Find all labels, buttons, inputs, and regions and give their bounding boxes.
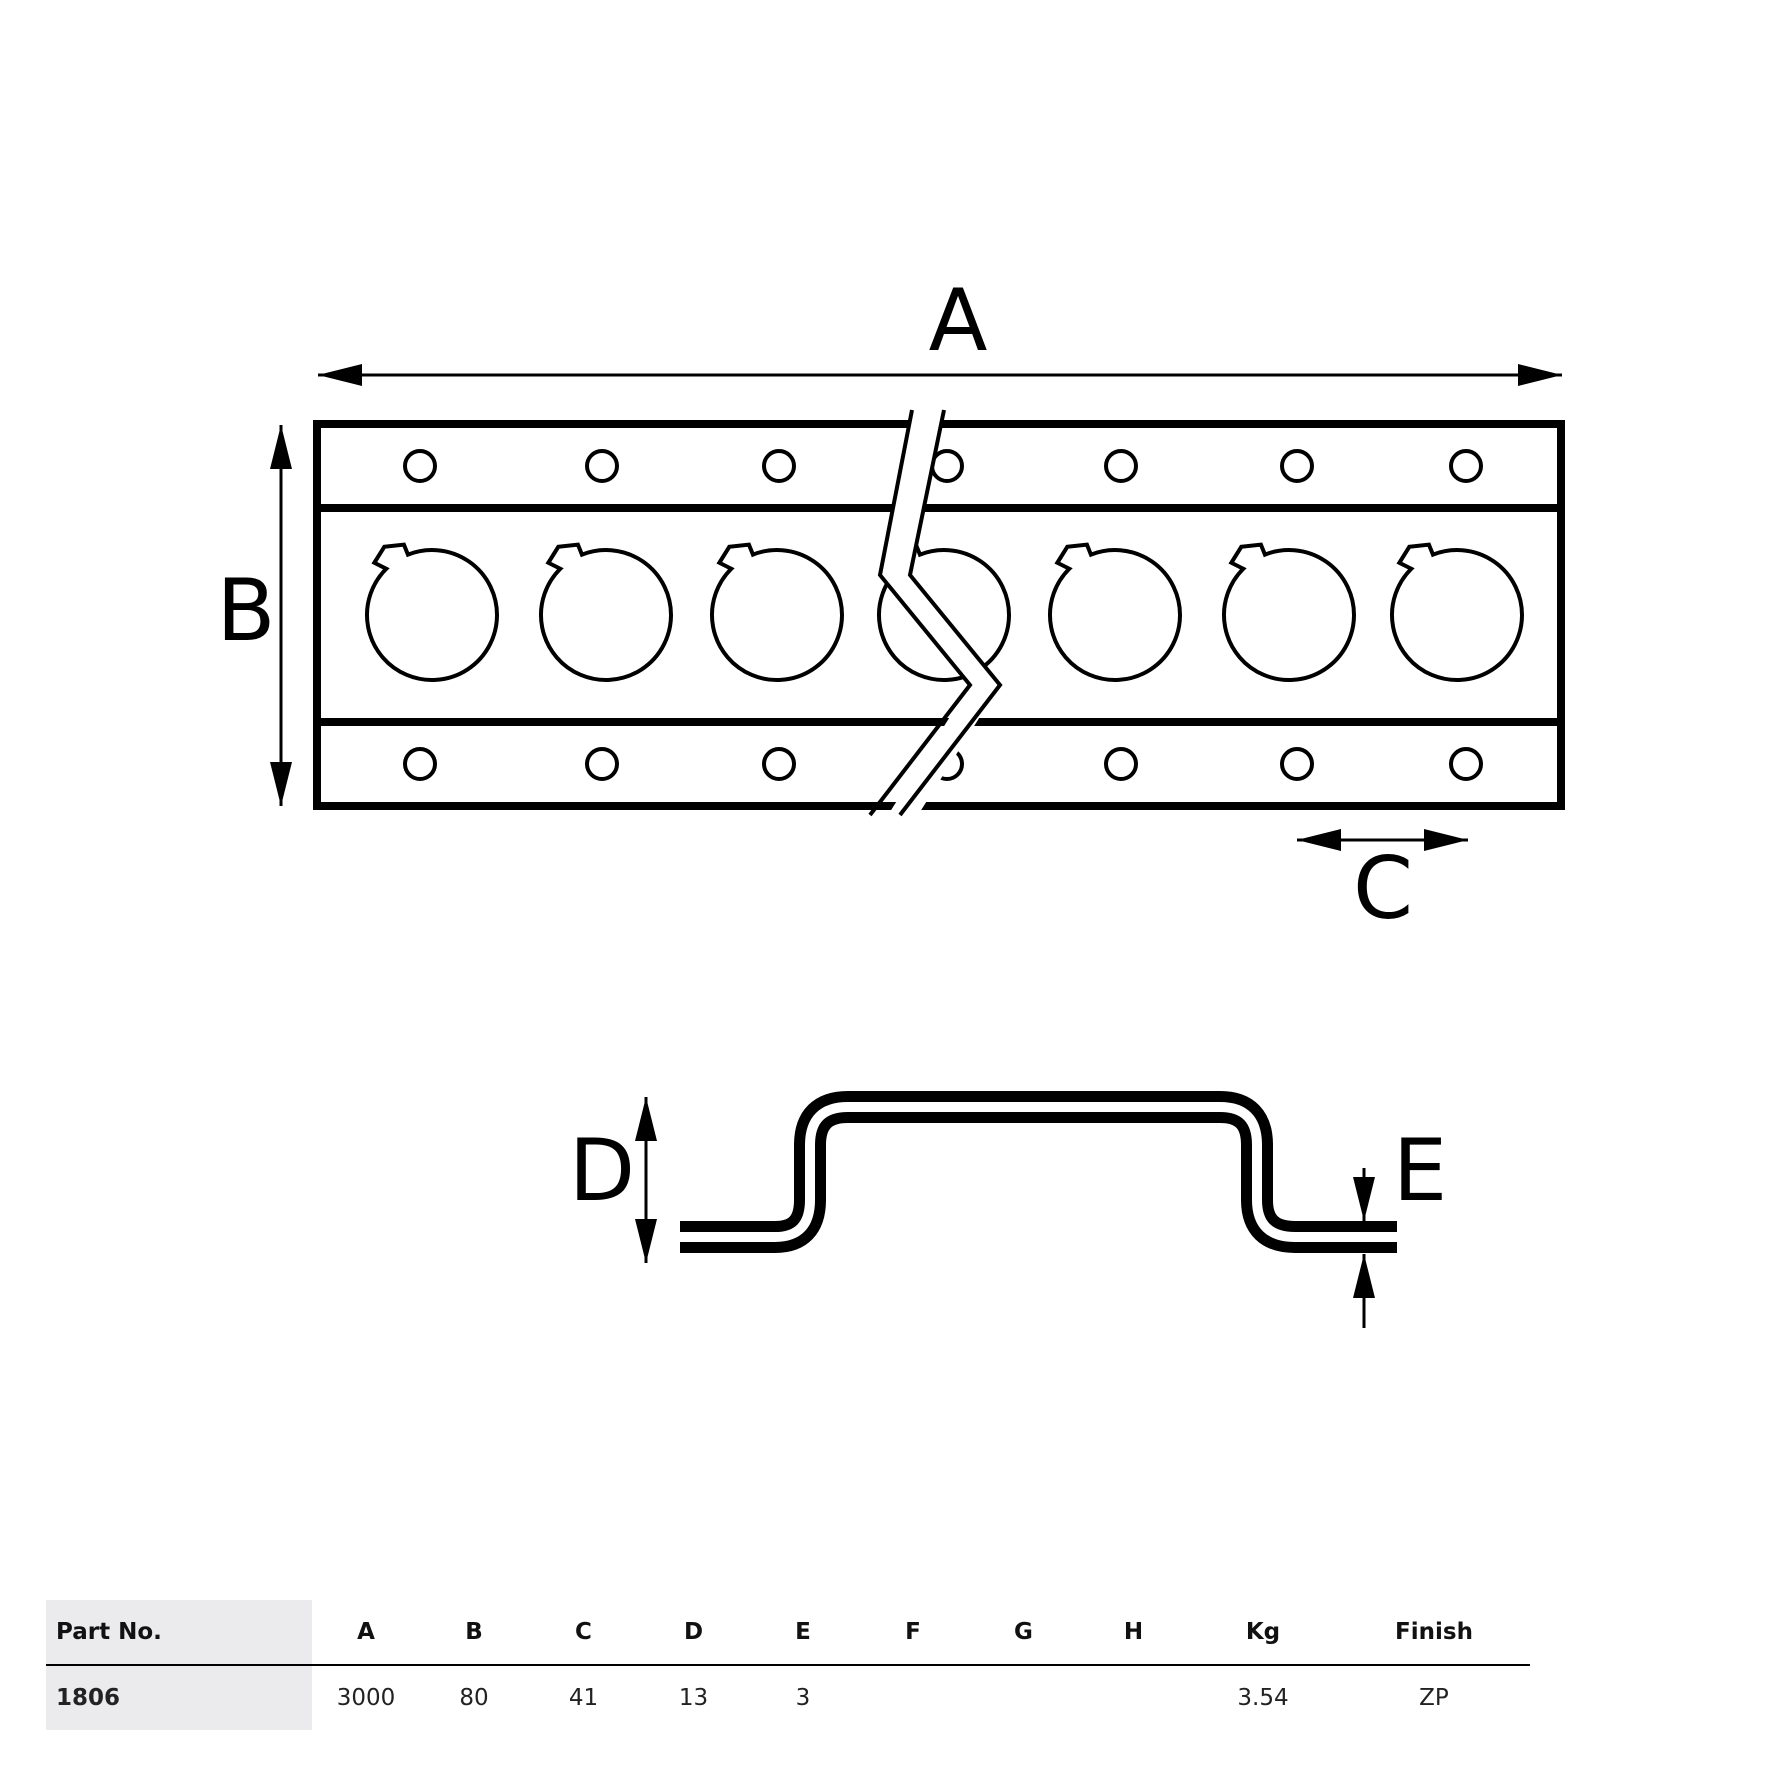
- cell-g: [968, 1665, 1079, 1730]
- header-f: F: [858, 1600, 968, 1666]
- header-part-no: Part No.: [46, 1600, 312, 1666]
- cell-part-no: 1806: [46, 1665, 312, 1730]
- cell-h: [1079, 1665, 1188, 1730]
- keyhole-slot: [1222, 542, 1356, 682]
- rail-top-view: [313, 409, 1565, 817]
- table-header-row: Part No. A B C D E F G H Kg Finish: [46, 1600, 1530, 1666]
- header-c: C: [528, 1600, 639, 1666]
- keyhole-slot: [710, 542, 844, 682]
- small-hole: [403, 449, 437, 483]
- label-e: E: [1393, 1121, 1447, 1221]
- header-h: H: [1079, 1600, 1188, 1666]
- header-e: E: [748, 1600, 858, 1666]
- keyhole-slot: [1390, 542, 1524, 682]
- cell-f: [858, 1665, 968, 1730]
- keyhole-slot: [539, 542, 673, 682]
- cell-b: 80: [459, 1685, 489, 1711]
- dimension-b: B: [217, 425, 292, 806]
- small-hole: [1449, 449, 1483, 483]
- keyhole-slot: [1048, 542, 1182, 682]
- header-b: B: [420, 1600, 528, 1666]
- header-finish: Finish: [1338, 1600, 1530, 1666]
- small-hole: [585, 449, 619, 483]
- dimension-c: C: [1297, 829, 1468, 939]
- cell-a: 3000: [336, 1685, 396, 1711]
- label-d: D: [569, 1121, 635, 1221]
- dimension-a: A: [318, 271, 1562, 386]
- header-d: D: [639, 1600, 748, 1666]
- cell-c: 41: [568, 1685, 599, 1711]
- small-hole: [1280, 747, 1314, 781]
- rail-profile: [680, 1091, 1397, 1253]
- small-hole: [1449, 747, 1483, 781]
- small-hole: [403, 747, 437, 781]
- cell-d: 13: [678, 1685, 709, 1711]
- cell-finish: ZP: [1419, 1685, 1449, 1711]
- label-c: C: [1353, 839, 1413, 939]
- label-b: B: [217, 561, 276, 661]
- cell-kg: 3.54: [1237, 1685, 1289, 1711]
- small-hole: [762, 747, 796, 781]
- label-a: A: [929, 271, 988, 371]
- header-a: A: [312, 1600, 420, 1666]
- small-hole: [762, 449, 796, 483]
- dimension-e: E: [1353, 1121, 1447, 1328]
- spec-table: Part No. A B C D E F G H Kg Finish 1806 …: [46, 1600, 1530, 1730]
- small-hole: [1104, 747, 1138, 781]
- keyhole-slot: [365, 542, 499, 682]
- dimension-d: D: [569, 1097, 657, 1263]
- header-kg: Kg: [1188, 1600, 1338, 1666]
- header-g: G: [968, 1600, 1079, 1666]
- table-row: 1806 3000 80 41 13 3 3.54 ZP: [46, 1665, 1530, 1730]
- small-hole: [585, 747, 619, 781]
- cell-e: 3: [795, 1685, 811, 1711]
- small-hole: [1104, 449, 1138, 483]
- small-hole: [1280, 449, 1314, 483]
